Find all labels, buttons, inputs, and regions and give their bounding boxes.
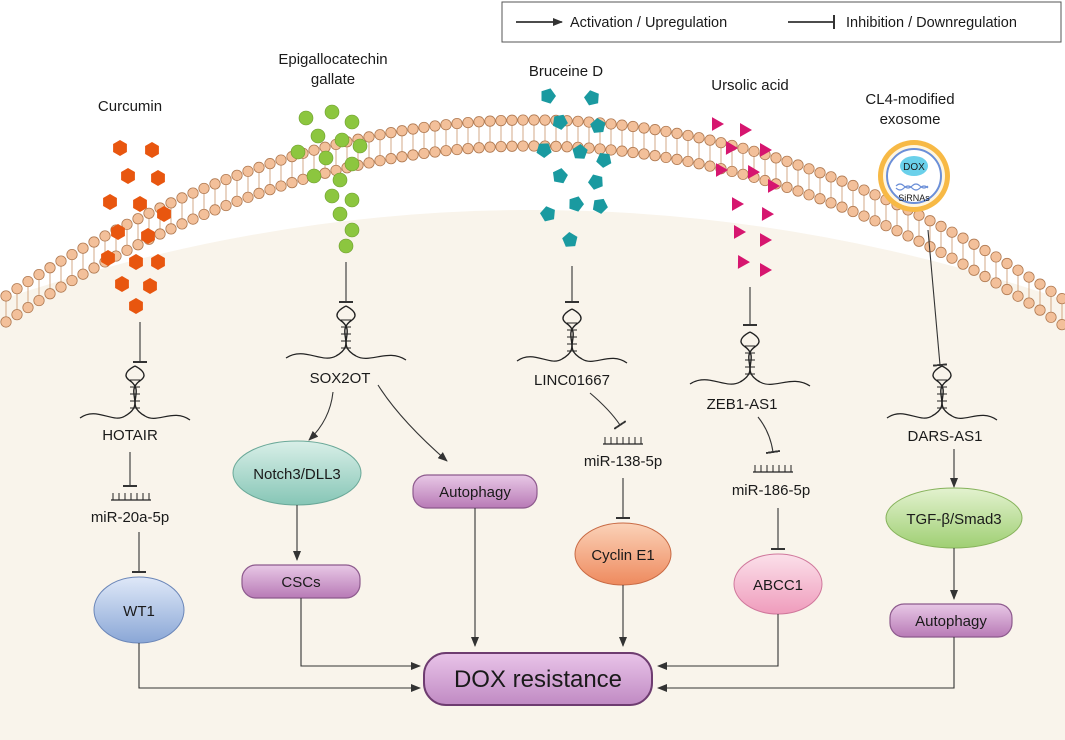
zeb1as1-label: ZEB1-AS1 (707, 396, 778, 413)
mir186-label: miR-186-5p (732, 482, 810, 499)
cl4-exosome: DOX SiRNAs (878, 140, 950, 212)
cyclin-e1-label: Cyclin E1 (591, 547, 654, 564)
legend: Activation / Upregulation Inhibition / D… (501, 1, 1062, 43)
sox2ot-label: SOX2OT (310, 370, 371, 387)
exosome-label-line2: exosome (880, 111, 941, 128)
linc01667-inhibits-mir138 (589, 392, 627, 430)
legend-activation-label: Activation / Upregulation (570, 15, 727, 31)
bruceine-molecules (536, 88, 612, 247)
egcg-label-line2: gallate (311, 71, 355, 88)
ursolic-molecules (712, 117, 780, 277)
egcg-label-line1: Epigallocatechin (278, 51, 387, 68)
wt1-label: WT1 (123, 603, 155, 620)
autophagy-label-2: Autophagy (915, 613, 987, 630)
darsas1-label: DARS-AS1 (907, 428, 982, 445)
cell-membrane (0, 114, 1065, 331)
mir138-label: miR-138-5p (584, 453, 662, 470)
egcg-molecules (290, 104, 368, 254)
bruceine-label: Bruceine D (529, 63, 603, 80)
abcc1-label: ABCC1 (753, 577, 803, 594)
cscs-label: CSCs (281, 574, 320, 591)
zeb1as1-inhibits-mir186 (757, 416, 781, 455)
sox2ot-to-autophagy (377, 384, 448, 462)
exosome-sirnas-label: SiRNAs (898, 193, 930, 203)
cscs-to-dox-resistance (300, 598, 421, 670)
dox-resistance-node (423, 652, 653, 706)
ursolic-label: Ursolic acid (711, 77, 789, 94)
curcumin-molecules (101, 140, 171, 314)
autophagy-node-2 (889, 603, 1013, 638)
dox-payload (900, 156, 928, 176)
autophagy2-to-dox-resistance (657, 637, 955, 692)
autophagy-label-1: Autophagy (439, 484, 511, 501)
mirna-glyphs (111, 437, 793, 501)
wt1-to-dox-resistance (138, 643, 421, 692)
legend-inhibition-label: Inhibition / Downregulation (846, 15, 1017, 31)
exosome-inhibits-darsas1 (927, 229, 948, 367)
tgf-smad3-label: TGF-β/Smad3 (906, 511, 1001, 528)
notch-label: Notch3/DLL3 (253, 466, 341, 483)
curcumin-label: Curcumin (98, 98, 162, 115)
linc01667-label: LINC01667 (534, 372, 610, 389)
exosome-dox-label: DOX (903, 162, 925, 173)
hotair-label: HOTAIR (102, 427, 158, 444)
dox-resistance-label: DOX resistance (454, 666, 622, 693)
sox2ot-to-notch (308, 391, 334, 441)
lncrna-glyphs (79, 305, 998, 421)
mir20a-label: miR-20a-5p (91, 509, 169, 526)
exosome-label-line1: CL4-modified (865, 91, 954, 108)
abcc1-to-dox-resistance (657, 614, 779, 670)
